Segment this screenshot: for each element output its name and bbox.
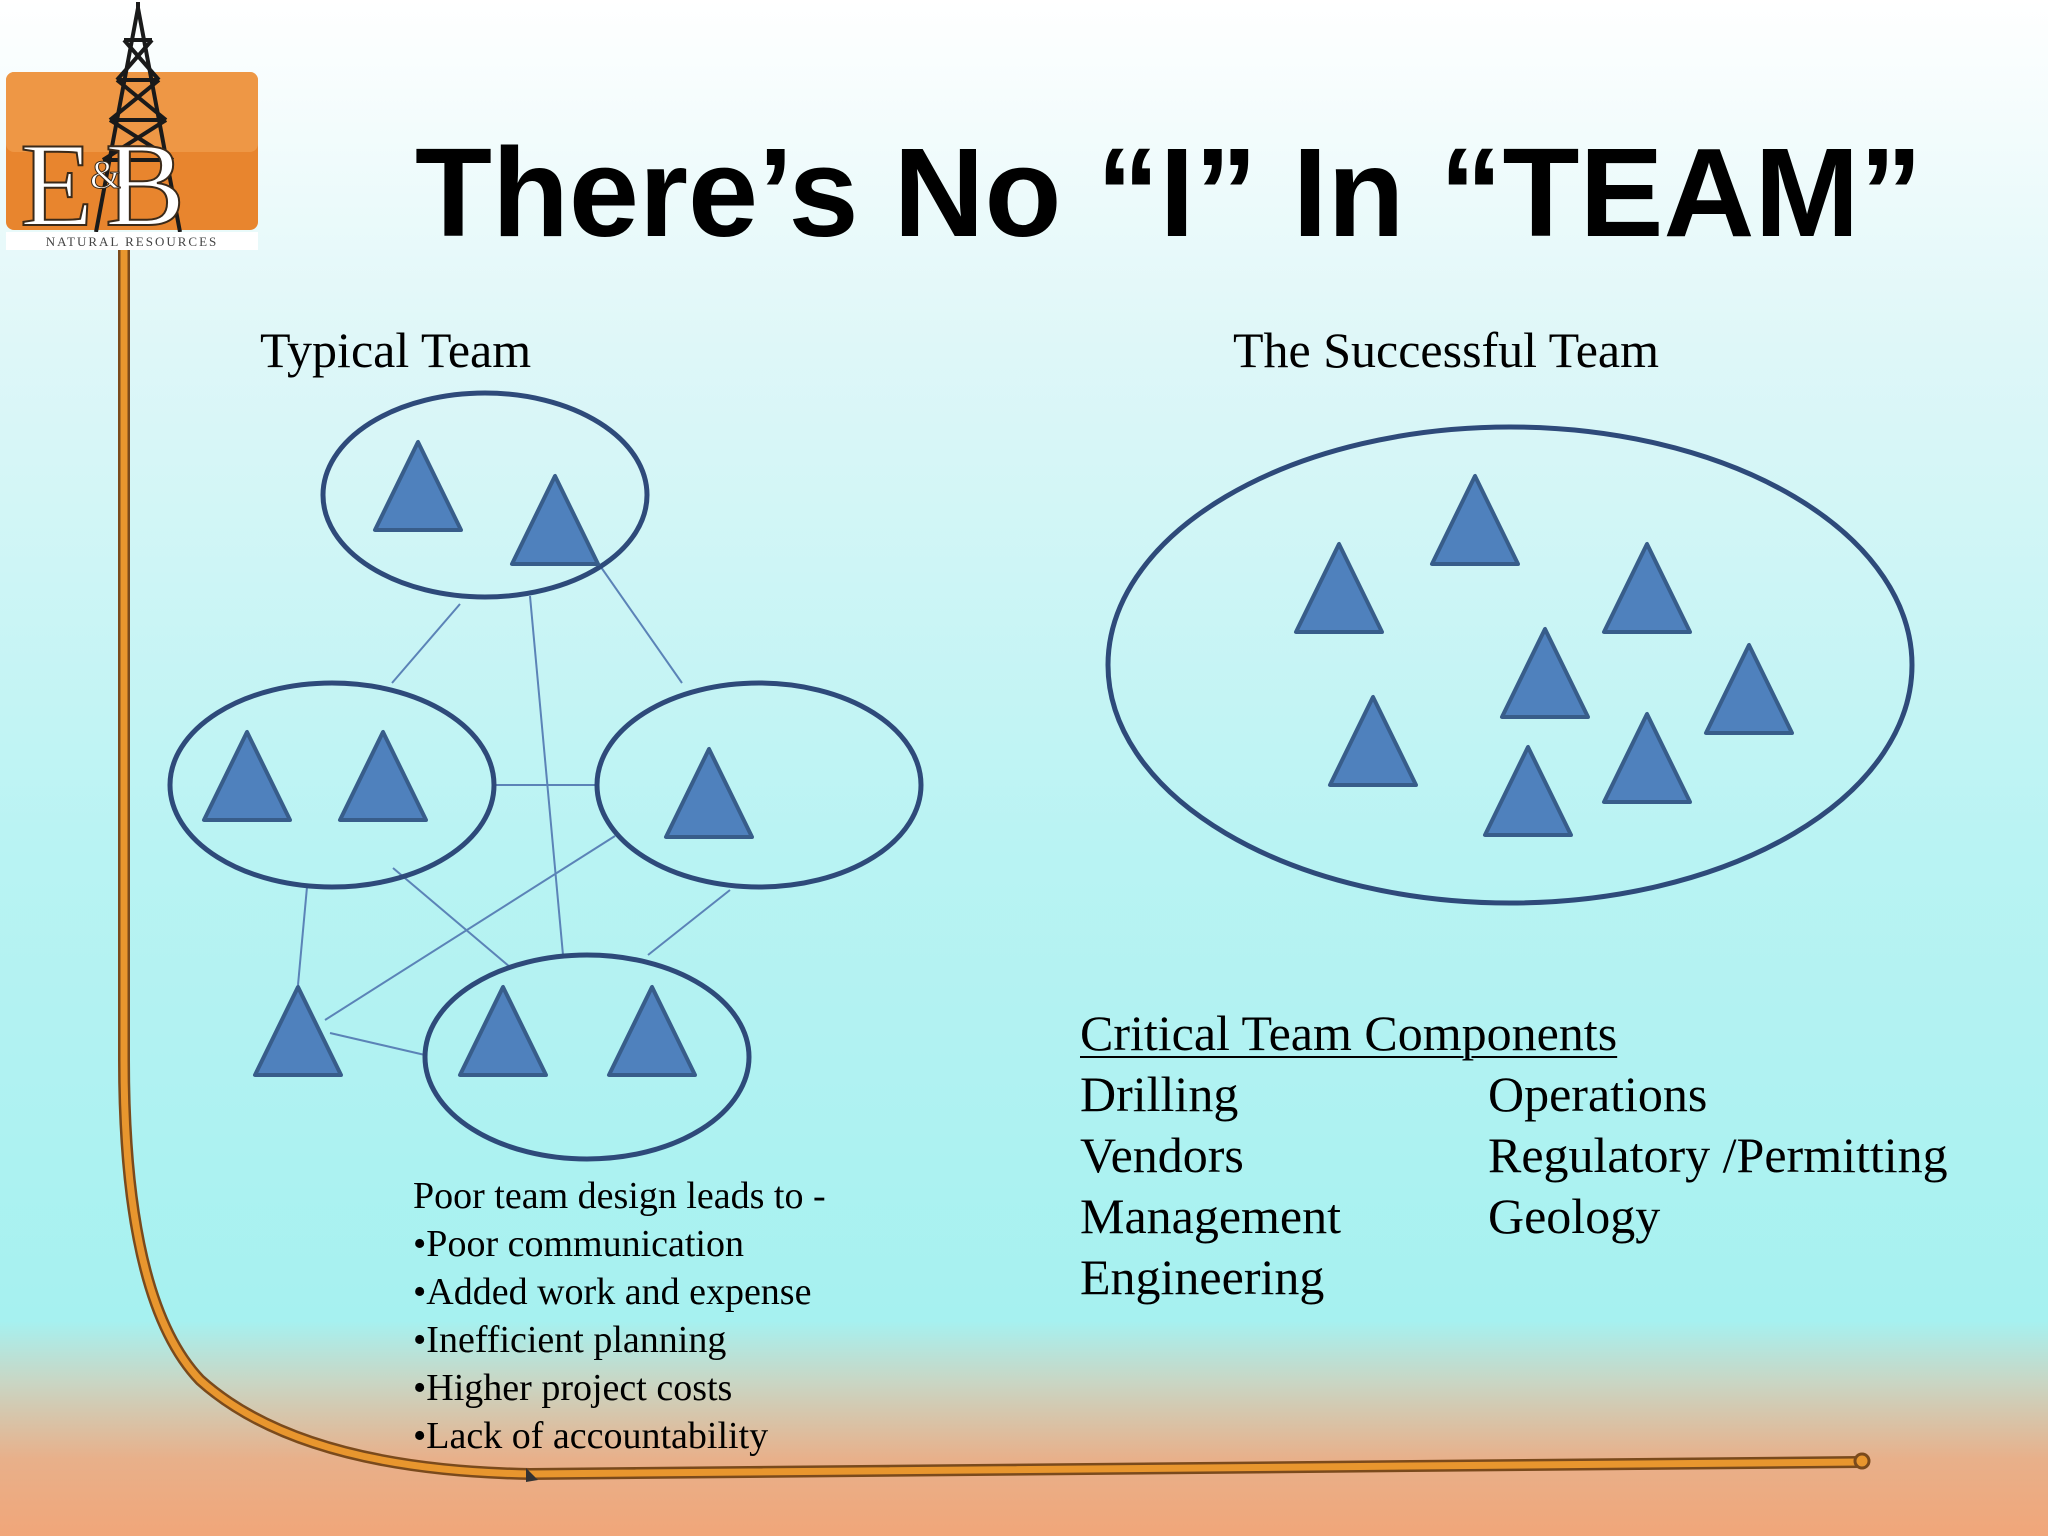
connector-line (324, 835, 616, 1021)
component-item: Geology (1488, 1188, 1661, 1244)
component-item: Management (1080, 1188, 1342, 1244)
wellbore-pipe (118, 240, 1871, 1482)
typical-team-groups (167, 390, 924, 1162)
team-member-triangle (664, 747, 754, 839)
team-member-triangle (1328, 695, 1418, 787)
bullet-item: •Added work and expense (413, 1271, 812, 1313)
components-column-1: Drilling Vendors Management Engineering (1080, 1064, 1341, 1308)
group-ellipse-right (594, 680, 924, 890)
successful-team-label: The Successful Team (1233, 322, 1660, 378)
component-item: Regulatory /Permitting (1488, 1127, 1948, 1183)
connector-line (329, 1032, 426, 1056)
team-member-triangle (1430, 474, 1520, 566)
bullet-item: •Inefficient planning (413, 1319, 727, 1361)
bullet-item: •Lack of accountability (413, 1415, 769, 1457)
bullet-item: •Higher project costs (413, 1367, 733, 1409)
connector-line (297, 886, 308, 986)
group-ellipse-left (167, 680, 497, 890)
connector-line (392, 867, 511, 968)
component-item: Operations (1488, 1066, 1708, 1122)
team-member-triangle (338, 730, 428, 822)
connector-line (595, 559, 683, 684)
team-member-triangle (1294, 542, 1384, 634)
component-item: Engineering (1080, 1249, 1325, 1305)
logo-mark-b: B (105, 118, 185, 251)
team-member-triangle (1602, 542, 1692, 634)
team-member-triangle (458, 985, 548, 1077)
group-ellipse-top (320, 390, 650, 600)
components-title: Critical Team Components (1080, 1005, 1618, 1061)
poor-design-notes: Poor team design leads to - •Poor commun… (413, 1172, 826, 1460)
logo-ampersand: & (90, 152, 121, 197)
connector-line (391, 603, 461, 684)
successful-team-ellipse (1105, 424, 1915, 906)
team-member-triangle (1500, 627, 1590, 719)
connector-line (647, 889, 731, 956)
slide-title: There’s No “I” In “TEAM” (415, 122, 1923, 263)
bullet-item: •Poor communication (413, 1223, 744, 1265)
team-member-triangle (373, 440, 463, 532)
company-logo: E B & NATURAL RESOURCES (6, 2, 258, 252)
team-member-triangle (1602, 712, 1692, 804)
logo-mark: E (20, 118, 93, 251)
team-member-triangle (253, 985, 343, 1077)
team-members (202, 440, 1794, 1077)
logo-subtitle: NATURAL RESOURCES (46, 234, 219, 249)
poor-design-heading: Poor team design leads to - (413, 1175, 826, 1217)
typical-team-label: Typical Team (260, 322, 532, 378)
component-item: Vendors (1080, 1127, 1244, 1183)
derrick-icon (94, 2, 182, 233)
team-member-triangle (510, 474, 600, 566)
team-member-triangle (202, 730, 292, 822)
typical-team-connectors (297, 559, 731, 1056)
connector-line (529, 595, 564, 956)
team-member-triangle (607, 985, 697, 1077)
team-member-triangle (1704, 643, 1794, 735)
group-ellipse-bottom (422, 952, 752, 1162)
component-item: Drilling (1080, 1066, 1239, 1122)
components-column-2: Operations Regulatory /Permitting Geolog… (1488, 1064, 1948, 1247)
team-member-triangle (1483, 745, 1573, 837)
